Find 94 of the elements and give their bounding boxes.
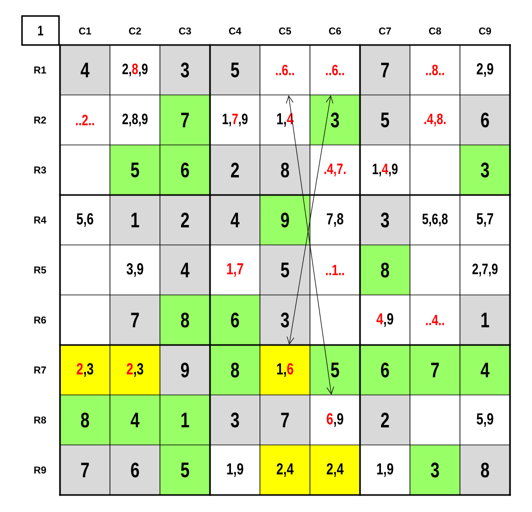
- given-digit-cell: 8: [360, 244, 410, 296]
- given-digit-cell: 7: [160, 94, 210, 146]
- row-label: R3: [34, 166, 46, 174]
- given-digit-cell: 8: [210, 344, 260, 396]
- column-label: C3: [179, 27, 192, 35]
- given-digit-cell: 3: [460, 144, 510, 196]
- given-digit-cell: 4: [210, 194, 260, 246]
- given-digit-cell: 5: [160, 444, 210, 496]
- candidate-cell: ..6..: [260, 44, 310, 96]
- candidate-cell: 5,7: [460, 194, 510, 246]
- row-label: R5: [34, 266, 46, 274]
- given-digit-cell: 3: [260, 294, 310, 346]
- candidate-cell: 2,9: [460, 44, 510, 96]
- candidate-cell: ..4..: [410, 294, 460, 346]
- candidate-cell: ..8..: [410, 44, 460, 96]
- candidate-cell: ..1..: [310, 244, 360, 296]
- column-label: C7: [379, 27, 391, 35]
- candidate-cell: 5,6,8: [410, 194, 460, 246]
- given-digit-cell: 2: [210, 144, 260, 196]
- column-label: C5: [279, 27, 292, 35]
- puzzle-number-box: 1: [21, 15, 60, 46]
- candidate-cell: 1,9: [210, 444, 260, 496]
- candidate-cell: 1,9: [360, 444, 410, 496]
- given-digit-cell: 2: [360, 394, 410, 446]
- given-digit-cell: 7: [60, 444, 110, 496]
- row-label: R8: [34, 416, 46, 424]
- given-digit-cell: 8: [260, 144, 310, 196]
- given-digit-cell: 3: [410, 444, 460, 496]
- given-digit-cell: 5: [260, 244, 310, 296]
- given-digit-cell: 5: [310, 344, 360, 396]
- column-label: C8: [429, 27, 442, 35]
- candidate-cell: 1,6: [260, 344, 310, 396]
- candidate-cell: 1,4,9: [360, 144, 410, 196]
- given-digit-cell: 3: [360, 194, 410, 246]
- candidate-cell: 4,9: [360, 294, 410, 346]
- candidate-cell: 2,3: [60, 344, 110, 396]
- given-digit-cell: 8: [60, 394, 110, 446]
- given-digit-cell: 2: [160, 194, 210, 246]
- given-digit-cell: 9: [260, 194, 310, 246]
- given-digit-cell: 6: [460, 94, 510, 146]
- given-digit-cell: 3: [310, 94, 360, 146]
- candidate-cell: 5,6: [60, 194, 110, 246]
- given-digit-cell: 6: [110, 444, 160, 496]
- given-digit-cell: 4: [60, 44, 110, 96]
- candidate-cell: 2,8,9: [110, 44, 160, 96]
- given-digit-cell: 4: [110, 394, 160, 446]
- candidate-cell: 6,9: [310, 394, 360, 446]
- given-digit-cell: 5: [110, 144, 160, 196]
- column-label: C4: [229, 27, 242, 35]
- row-label: R4: [34, 216, 46, 224]
- given-digit-cell: 1: [110, 194, 160, 246]
- candidate-cell: 2,7,9: [460, 244, 510, 296]
- given-digit-cell: 4: [160, 244, 210, 296]
- given-digit-cell: 1: [160, 394, 210, 446]
- row-label: R7: [34, 366, 46, 374]
- row-label: R2: [34, 116, 46, 124]
- candidate-cell: 2,3: [110, 344, 160, 396]
- given-digit-cell: 6: [160, 144, 210, 196]
- candidate-cell: ..2..: [60, 94, 110, 146]
- given-digit-cell: 4: [460, 344, 510, 396]
- row-label: R6: [34, 316, 46, 324]
- column-label: C9: [479, 27, 492, 35]
- candidate-cell: 2,8,9: [110, 94, 160, 146]
- arrow: [286, 95, 334, 395]
- given-digit-cell: 7: [410, 344, 460, 396]
- given-digit-cell: 6: [360, 344, 410, 396]
- given-digit-cell: 8: [160, 294, 210, 346]
- row-label: R9: [34, 466, 46, 474]
- given-digit-cell: 9: [160, 344, 210, 396]
- given-digit-cell: 1: [460, 294, 510, 346]
- candidate-cell: 7,8: [310, 194, 360, 246]
- given-digit-cell: 6: [210, 294, 260, 346]
- column-label: C1: [79, 27, 92, 35]
- given-digit-cell: 5: [210, 44, 260, 96]
- given-digit-cell: 7: [110, 294, 160, 346]
- given-digit-cell: 7: [260, 394, 310, 446]
- given-digit-cell: 3: [160, 44, 210, 96]
- candidate-cell: .4,7.: [310, 144, 360, 196]
- column-label: C2: [129, 27, 141, 35]
- given-digit-cell: 3: [210, 394, 260, 446]
- candidate-cell: 2,4: [310, 444, 360, 496]
- given-digit-cell: 8: [460, 444, 510, 496]
- candidate-cell: 1,7,9: [210, 94, 260, 146]
- arrow: [286, 95, 334, 345]
- candidate-cell: 5,9: [460, 394, 510, 446]
- given-digit-cell: 7: [360, 44, 410, 96]
- candidate-cell: .4,8.: [410, 94, 460, 146]
- column-label: C6: [329, 27, 342, 35]
- candidate-cell: 1,7: [210, 244, 260, 296]
- given-digit-cell: 5: [360, 94, 410, 146]
- candidate-cell: ..6..: [310, 44, 360, 96]
- row-label: R1: [34, 66, 46, 74]
- candidate-cell: 3,9: [110, 244, 160, 296]
- candidate-cell: 2,4: [260, 444, 310, 496]
